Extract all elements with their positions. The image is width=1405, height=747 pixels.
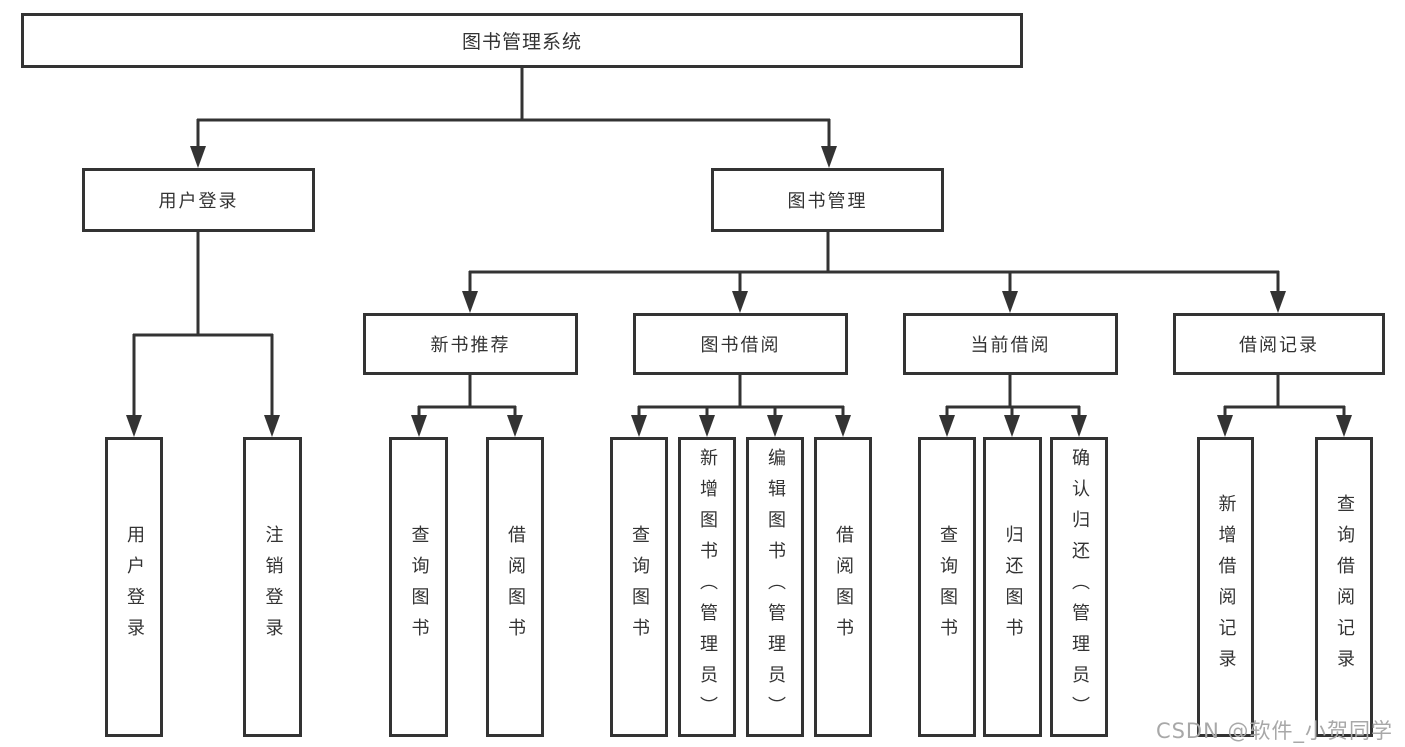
leaf-user-login: 用户登录 — [105, 437, 163, 737]
node-current-borrow: 当前借阅 — [903, 313, 1118, 375]
node-root-system: 图书管理系统 — [21, 13, 1023, 68]
arrowhead-icon — [462, 291, 478, 313]
arrowhead-icon — [190, 146, 206, 168]
arrowhead-icon — [1336, 415, 1352, 437]
arrowhead-icon — [835, 415, 851, 437]
arrowhead-icon — [939, 415, 955, 437]
connector-new-book — [411, 375, 523, 437]
leaf-query-book-1: 查询图书 — [389, 437, 448, 737]
arrowhead-icon — [1004, 415, 1020, 437]
node-user-login: 用户登录 — [82, 168, 315, 232]
leaf-borrow-book-2: 借阅图书 — [814, 437, 872, 737]
arrowhead-icon — [411, 415, 427, 437]
node-book-management: 图书管理 — [711, 168, 944, 232]
leaf-confirm-return-admin: 确认归还（管理员） — [1050, 437, 1108, 737]
node-borrow-records: 借阅记录 — [1173, 313, 1385, 375]
connector-book-mgmt — [462, 232, 1286, 313]
leaf-borrow-book-1: 借阅图书 — [486, 437, 544, 737]
arrowhead-icon — [264, 415, 280, 437]
leaf-add-borrow-record: 新增借阅记录 — [1197, 437, 1254, 737]
leaf-edit-book-admin: 编辑图书（管理员） — [746, 437, 804, 737]
leaf-add-book-admin: 新增图书（管理员） — [678, 437, 736, 737]
arrowhead-icon — [1002, 291, 1018, 313]
leaf-query-book-3: 查询图书 — [918, 437, 976, 737]
connector-current-borrow — [939, 375, 1087, 437]
arrowhead-icon — [732, 291, 748, 313]
arrowhead-icon — [507, 415, 523, 437]
node-book-borrow: 图书借阅 — [633, 313, 848, 375]
leaf-query-book-2: 查询图书 — [610, 437, 668, 737]
connector-borrow-records — [1217, 375, 1352, 437]
arrowhead-icon — [1217, 415, 1233, 437]
arrowhead-icon — [126, 415, 142, 437]
connector-book-borrow — [631, 375, 851, 437]
arrowhead-icon — [1270, 291, 1286, 313]
leaf-query-borrow-record: 查询借阅记录 — [1315, 437, 1373, 737]
arrowhead-icon — [1071, 415, 1087, 437]
node-new-book-recommend: 新书推荐 — [363, 313, 578, 375]
leaf-logout: 注销登录 — [243, 437, 302, 737]
arrowhead-icon — [767, 415, 783, 437]
connector-user-login — [126, 232, 280, 437]
csdn-watermark: CSDN @软件_小贺同学 — [1155, 719, 1393, 743]
arrowhead-icon — [699, 415, 715, 437]
leaf-return-book: 归还图书 — [983, 437, 1042, 737]
arrowhead-icon — [631, 415, 647, 437]
arrowhead-icon — [821, 146, 837, 168]
connector-root-to-level2 — [190, 68, 837, 168]
